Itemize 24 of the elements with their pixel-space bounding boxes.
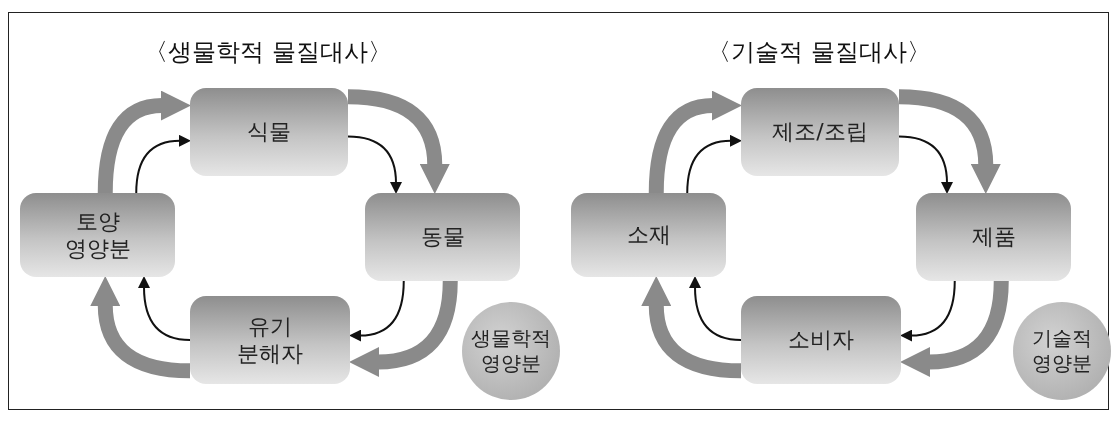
- arrow: [689, 276, 742, 341]
- arrow: [138, 276, 191, 341]
- arrow: [349, 280, 405, 342]
- arrow: [347, 135, 402, 194]
- flow-arrow: [648, 90, 742, 194]
- process-box: 식물: [190, 88, 348, 176]
- process-box: 소재: [571, 193, 726, 277]
- flow-arrow: [97, 90, 191, 194]
- arrow: [898, 135, 953, 194]
- panel-title: 〈기술적 물질대사〉: [707, 37, 931, 68]
- flow-arrow: [898, 89, 1001, 194]
- nutrient-circle: 생물학적 영양분: [462, 302, 560, 400]
- panel-title: 〈생물학적 물질대사〉: [144, 37, 392, 68]
- process-box: 토양 영양분: [20, 193, 175, 277]
- process-box: 제조/조립: [741, 88, 899, 176]
- process-box: 제품: [916, 193, 1071, 281]
- process-box: 유기 분해자: [190, 296, 350, 384]
- process-box: 동물: [365, 193, 520, 281]
- flow-arrow: [347, 89, 450, 194]
- nutrient-circle: 기술적 영양분: [1013, 302, 1111, 400]
- arrow: [135, 134, 191, 194]
- arrow: [686, 134, 742, 194]
- process-box: 소비자: [741, 296, 901, 384]
- arrow: [900, 280, 956, 342]
